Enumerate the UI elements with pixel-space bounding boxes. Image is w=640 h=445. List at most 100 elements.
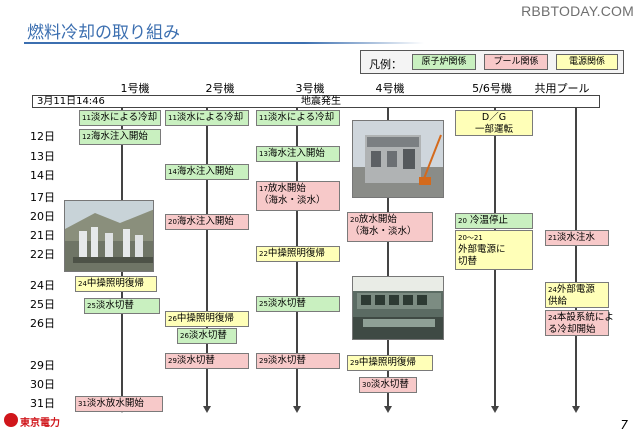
- event-text: 中操照明復帰: [267, 248, 325, 259]
- event-unit56-cold-shutdown: 20 冷温停止: [455, 213, 533, 229]
- column-header-unit3: 3号機: [295, 82, 325, 95]
- day-label: 13日: [30, 150, 55, 163]
- column-header-common-pool: 共用プール: [534, 82, 590, 95]
- event-unit3-freshwater-cooling: 11淡水による冷却: [256, 110, 340, 126]
- event-text: 淡水切替: [95, 300, 134, 311]
- legend: 凡例： 原子炉関係 プール関係 電源関係: [360, 50, 624, 74]
- timeline-arrow-unit2: [203, 406, 211, 413]
- event-day: 30: [362, 381, 371, 389]
- event-day: 29: [259, 357, 268, 365]
- event-day: 11: [259, 114, 268, 122]
- day-label: 14日: [30, 169, 55, 182]
- day-label: 26日: [30, 317, 55, 330]
- event-unit1-control-room-lighting: 24中操照明復帰: [75, 276, 157, 292]
- event-day: 29: [350, 359, 359, 367]
- event-pool-freshwater-injection: 21淡水注水: [545, 230, 609, 246]
- event-text: る冷却開始: [548, 324, 596, 335]
- event-unit1-freshwater-spray: 31淡水放水開始: [75, 396, 163, 412]
- event-unit2-pool-seawater-injection: 20海水注入開始: [165, 214, 249, 230]
- event-day: 13: [259, 150, 268, 158]
- event-day: 25: [87, 302, 96, 310]
- earthquake-bar: 3月11日14:46 地震発生: [32, 95, 600, 108]
- event-text: 中操照明復帰: [176, 313, 234, 324]
- column-header-unit56: 5/6号機: [472, 82, 512, 95]
- legend-label: 凡例：: [369, 58, 402, 71]
- timeline-arrow-unit56: [491, 406, 499, 413]
- day-label: 21日: [30, 229, 55, 242]
- event-unit4-freshwater-switch: 30淡水切替: [359, 377, 417, 393]
- event-text: （海水・淡水）: [259, 195, 326, 206]
- event-day: 24: [548, 314, 557, 322]
- page-number: 7: [620, 418, 628, 432]
- event-day: 29: [168, 357, 177, 365]
- earthquake-date: 3月11日14:46: [37, 96, 105, 107]
- day-label: 24日: [30, 279, 55, 292]
- event-day: 21: [548, 234, 557, 242]
- event-day: 25: [259, 300, 268, 308]
- event-text: 中操照明復帰: [358, 357, 416, 368]
- event-unit1-freshwater-cooling: 11淡水による冷却: [79, 110, 161, 126]
- legend-pool: プール関係: [484, 54, 548, 70]
- event-text: 一部運転: [474, 124, 513, 135]
- event-pool-permanent-cooling: 24本設系統による冷却開始: [545, 310, 614, 336]
- timeline-arrow-unit3: [293, 406, 301, 413]
- event-day: 24: [548, 286, 557, 294]
- event-day: 26: [180, 332, 189, 340]
- event-text: 淡水による冷却: [176, 112, 244, 123]
- legend-power: 電源関係: [556, 54, 618, 70]
- event-day: 20～21: [458, 234, 483, 242]
- watermark: RBBTODAY.COM: [521, 3, 634, 19]
- event-unit2-freshwater-cooling: 11淡水による冷却: [165, 110, 249, 126]
- day-label: 25日: [30, 298, 55, 311]
- event-text: 冷温停止: [466, 215, 508, 226]
- event-day: 11: [82, 114, 91, 122]
- event-text: 放水開始: [267, 183, 306, 194]
- event-text: 外部電源に: [458, 244, 506, 255]
- event-text: 海水注入開始: [176, 216, 234, 227]
- event-pool-external-power: 24外部電源供給: [545, 282, 609, 308]
- event-text: 放水開始: [358, 214, 397, 225]
- event-text: 淡水注水: [556, 232, 595, 243]
- day-label: 17日: [30, 191, 55, 204]
- event-day: 22: [259, 250, 268, 258]
- page-title: 燃料冷却の取り組み: [27, 23, 180, 43]
- event-unit2-pool-freshwater-switch: 29淡水切替: [165, 353, 249, 369]
- timeline-unit4: [387, 108, 389, 408]
- event-text: D／G: [481, 112, 507, 123]
- event-day: 24: [78, 280, 87, 288]
- event-day: 20: [350, 216, 359, 224]
- event-unit2-freshwater-switch: 26淡水切替: [177, 328, 237, 344]
- day-label: 22日: [30, 248, 55, 261]
- event-text: 淡水切替: [176, 355, 215, 366]
- event-text: 淡水切替: [370, 379, 409, 390]
- tepco-logo-text: 東京電力: [20, 418, 60, 429]
- timeline-arrow-common-pool: [572, 406, 580, 413]
- event-day: 17: [259, 185, 268, 193]
- event-text: 海水注入開始: [90, 131, 148, 142]
- event-unit2-seawater-injection: 14海水注入開始: [165, 164, 249, 180]
- title-underline: [24, 42, 424, 44]
- day-label: 29日: [30, 359, 55, 372]
- column-header-unit4: 4号機: [375, 82, 405, 95]
- event-unit1-seawater-injection: 12海水注入開始: [79, 129, 161, 145]
- event-text: 淡水切替: [267, 355, 306, 366]
- event-day: 26: [168, 315, 177, 323]
- event-text: 中操照明復帰: [86, 278, 144, 289]
- event-text: 海水注入開始: [176, 166, 234, 177]
- timeline-unit2: [206, 108, 208, 408]
- day-label: 20日: [30, 210, 55, 223]
- event-text: 淡水放水開始: [86, 398, 144, 409]
- photo-control-room: [352, 276, 444, 340]
- event-day: 14: [168, 168, 177, 176]
- timeline-arrow-unit4: [384, 406, 392, 413]
- event-unit2-control-room-lighting: 26中操照明復帰: [165, 311, 249, 327]
- day-label: 31日: [30, 397, 55, 410]
- event-unit4-control-room-lighting: 29中操照明復帰: [347, 355, 433, 371]
- day-label: 12日: [30, 130, 55, 143]
- column-header-unit2: 2号機: [205, 82, 235, 95]
- tepco-logo-icon: [4, 413, 18, 427]
- event-text: （海水・淡水）: [350, 226, 417, 237]
- event-text: 外部電源: [556, 284, 595, 295]
- photo-outdoor-workers: [64, 200, 154, 272]
